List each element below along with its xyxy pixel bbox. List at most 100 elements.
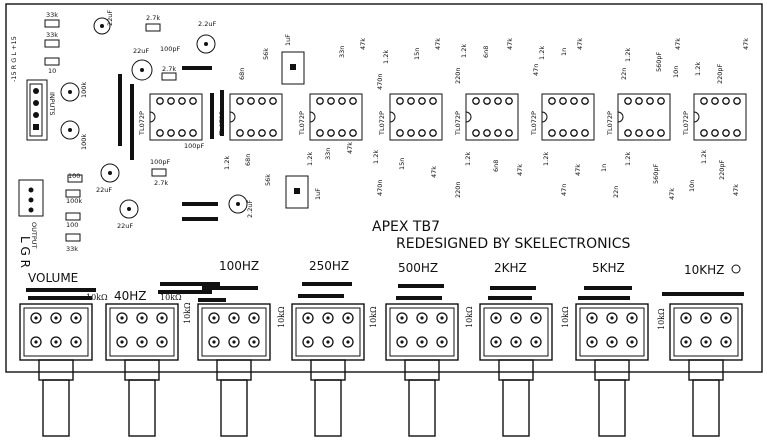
svg-text:2.7k: 2.7k <box>146 14 160 22</box>
svg-text:22uF: 22uF <box>96 186 112 194</box>
trace <box>28 296 92 300</box>
svg-text:33k: 33k <box>46 31 58 39</box>
svg-text:47k: 47k <box>506 38 514 50</box>
svg-text:1.2k: 1.2k <box>624 48 632 62</box>
potentiometer[interactable] <box>19 303 93 437</box>
control-label: 100HZ <box>219 259 259 273</box>
trace <box>302 282 352 286</box>
svg-text:47n: 47n <box>560 184 568 196</box>
svg-text:1.2k: 1.2k <box>694 62 702 76</box>
svg-text:1n: 1n <box>560 48 568 56</box>
svg-text:6n8: 6n8 <box>492 160 500 172</box>
trace <box>488 296 532 300</box>
trace <box>396 296 442 300</box>
trace <box>490 286 536 290</box>
ic-chip: TL072P <box>378 93 443 141</box>
potentiometer[interactable] <box>479 303 553 437</box>
svg-text:1.2k: 1.2k <box>460 44 468 58</box>
svg-text:10n: 10n <box>688 180 696 192</box>
svg-text:22uF: 22uF <box>133 47 149 55</box>
svg-text:100: 100 <box>68 172 80 180</box>
pot-bushing <box>216 359 252 381</box>
left-traces <box>118 66 224 221</box>
potentiometer[interactable] <box>197 303 271 437</box>
svg-text:470n: 470n <box>376 73 384 90</box>
trace <box>578 296 630 300</box>
mounting-hole <box>731 264 741 274</box>
svg-text:15n: 15n <box>398 158 406 170</box>
ic-chip: TL072P <box>606 93 671 141</box>
power-header: -15 R G L +15 <box>10 36 18 82</box>
svg-text:47k: 47k <box>668 188 676 200</box>
svg-text:560pF: 560pF <box>655 51 663 72</box>
svg-text:68n: 68n <box>244 154 252 166</box>
ic-row: TL072P TL072P TL072P TL072P TL072P TL072P TL07… <box>138 93 747 141</box>
pot-shaft <box>598 379 626 437</box>
svg-text:33k: 33k <box>46 11 58 19</box>
potentiometer[interactable] <box>291 303 365 437</box>
trace <box>662 292 744 296</box>
potentiometer[interactable] <box>669 303 743 437</box>
control-label: 40HZ <box>114 289 147 303</box>
pot-bushing <box>310 359 346 381</box>
input-connector: INPUTS <box>26 79 56 141</box>
svg-text:47k: 47k <box>742 38 750 50</box>
svg-text:100k: 100k <box>80 134 88 150</box>
inputs-label: INPUTS <box>48 92 56 116</box>
pot-bushing <box>498 359 534 381</box>
ic-label: TL072P <box>606 111 614 136</box>
svg-text:33n: 33n <box>324 148 332 160</box>
output-pins-label: L G R <box>18 236 32 268</box>
svg-text:100pF: 100pF <box>160 45 181 53</box>
svg-text:47k: 47k <box>574 164 582 176</box>
board-title: APEX TB7 <box>372 219 440 235</box>
left-components: 33k 33k 10 22uF 2.7k 2.2uF 22uF 100pF 2.… <box>44 10 254 253</box>
ic-label: TL072P <box>682 111 690 136</box>
svg-text:47k: 47k <box>732 184 740 196</box>
control-label: 10KHZ <box>684 263 724 277</box>
svg-text:22n: 22n <box>612 186 620 198</box>
svg-text:1.2k: 1.2k <box>382 50 390 64</box>
pot-value-label: 10kΩ <box>86 293 108 302</box>
potentiometer[interactable] <box>385 303 459 437</box>
svg-text:47n: 47n <box>532 64 540 76</box>
svg-text:47k: 47k <box>434 38 442 50</box>
pot-shaft <box>220 379 248 437</box>
svg-text:2.2uF: 2.2uF <box>246 200 254 218</box>
svg-text:47k: 47k <box>674 38 682 50</box>
board-subtitle: REDESIGNED BY SKELECTRONICS <box>396 236 630 252</box>
pot-bushing <box>404 359 440 381</box>
pot-value-label: 10kΩ <box>561 306 570 328</box>
board-outline <box>5 3 763 373</box>
svg-text:6n8: 6n8 <box>482 46 490 58</box>
svg-text:56k: 56k <box>264 174 272 186</box>
svg-text:1.2k: 1.2k <box>223 156 231 170</box>
trace <box>160 282 220 286</box>
svg-text:1.2k: 1.2k <box>372 150 380 164</box>
pot-bushing <box>688 359 724 381</box>
svg-text:470n: 470n <box>376 179 384 196</box>
svg-text:47k: 47k <box>430 166 438 178</box>
potentiometer[interactable] <box>105 303 179 437</box>
output-connector: OUTPUT L G R <box>18 179 44 268</box>
potentiometer[interactable] <box>575 303 649 437</box>
ic-label: TL072P <box>218 111 226 136</box>
svg-text:22uF: 22uF <box>117 222 133 230</box>
ic-chip: TL072P <box>530 93 595 141</box>
pot-bushing <box>594 359 630 381</box>
pot-shaft <box>314 379 342 437</box>
svg-text:1.2k: 1.2k <box>464 152 472 166</box>
svg-text:2.7k: 2.7k <box>154 179 168 187</box>
control-label: 5KHZ <box>592 261 625 275</box>
ic-label: TL072P <box>298 111 306 136</box>
svg-text:56k: 56k <box>262 48 270 60</box>
svg-text:220pF: 220pF <box>716 63 724 84</box>
power-header-label: -15 R G L +15 <box>10 36 18 82</box>
ic-label: TL072P <box>454 111 462 136</box>
pot-value-label: 10kΩ <box>277 306 286 328</box>
